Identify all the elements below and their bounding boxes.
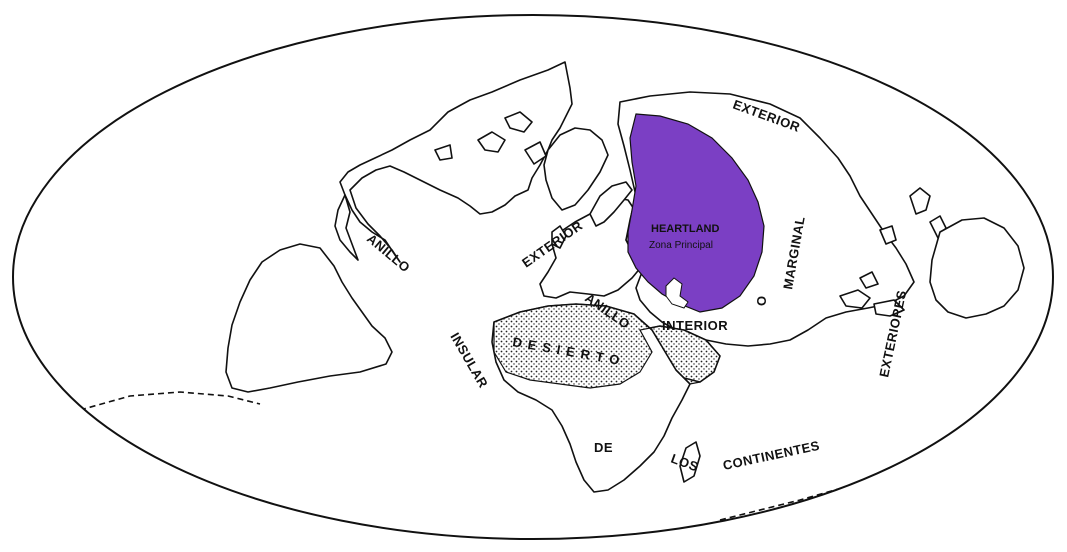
australia-landmass [929, 217, 1025, 319]
insular-label: INSULAR [447, 330, 491, 391]
arctic-islands [434, 111, 547, 165]
heartland-region [627, 113, 765, 313]
east-asia-islands [879, 187, 947, 245]
greenland-landmass [543, 127, 609, 211]
madagascar-island [679, 441, 701, 483]
heartland-label: HEARTLAND [651, 223, 719, 235]
anillo-w-label: ANILLO [364, 231, 413, 276]
continentes-label: CONTINENTES [722, 438, 822, 473]
map-border-oval [12, 14, 1054, 540]
central-america-landmass [334, 194, 359, 261]
de-label: DE [594, 440, 613, 455]
caspian-sea [665, 277, 689, 309]
south-america-landmass [225, 243, 393, 393]
desert-region [493, 303, 721, 389]
zona-principal-label: Zona Principal [649, 240, 713, 251]
north-america-landmass [339, 61, 573, 263]
southeast-asia-islands [839, 271, 905, 317]
o-label: O [754, 295, 769, 306]
scandinavia-landmass [589, 181, 633, 227]
southern-coastline [79, 391, 1001, 521]
interior-label: INTERIOR [662, 318, 728, 333]
british-isles [551, 225, 567, 249]
